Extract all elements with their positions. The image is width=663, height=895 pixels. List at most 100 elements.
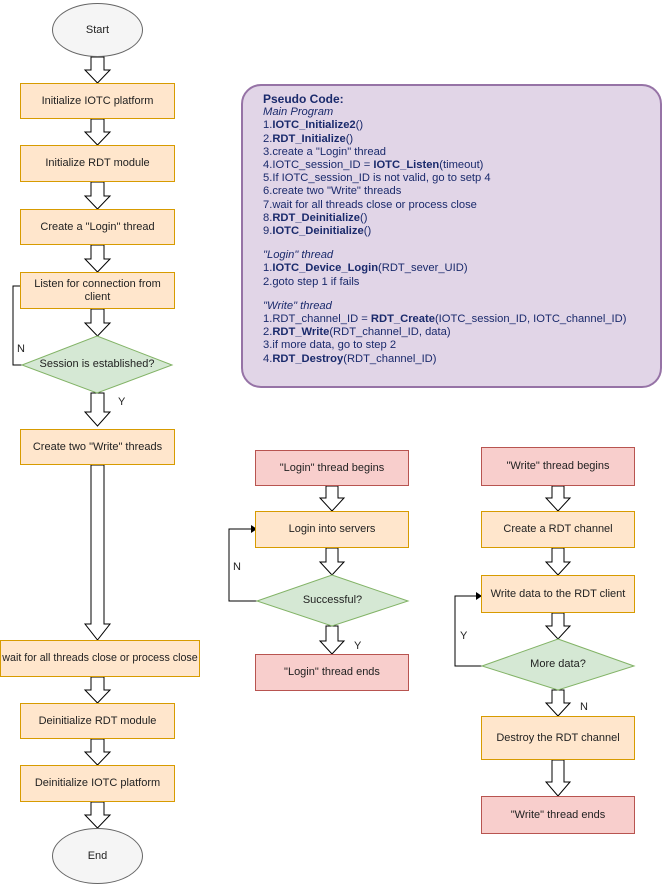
pseudo-main-segment: 5.If IOTC_session_ID is not valid, go to… bbox=[263, 172, 491, 185]
arrow-write-step3-to-end bbox=[544, 759, 572, 797]
pseudo-write-segment: 3.if more data, go to step 2 bbox=[263, 339, 397, 352]
pseudo-login-header: "Login" thread bbox=[263, 249, 334, 262]
arrow-s5-to-s6 bbox=[83, 464, 112, 641]
loop-login-no-head bbox=[251, 525, 257, 533]
pseudo-main-line: 6.create two "Write" threads bbox=[263, 185, 640, 198]
loop-write-yes bbox=[454, 595, 482, 667]
arrow-s7-to-s8 bbox=[83, 738, 112, 766]
step-create-write-threads: Create two "Write" threads bbox=[20, 429, 175, 465]
pseudo-login-line: 2.goto step 1 if fails bbox=[263, 276, 640, 289]
pseudo-write-line: 4.RDT_Destroy(RDT_channel_ID) bbox=[263, 353, 640, 366]
pseudo-login-line: 1.IOTC_Device_Login(RDT_sever_UID) bbox=[263, 262, 640, 275]
arrow-login-decision-to-end bbox=[318, 625, 346, 655]
pseudo-main-segment: 2. bbox=[263, 132, 273, 145]
pseudo-write-lines: 1.RDT_channel_ID = RDT_Create(IOTC_sessi… bbox=[263, 313, 640, 366]
pseudo-main-segment: () bbox=[363, 225, 372, 238]
pseudo-write-segment: 2. bbox=[263, 326, 273, 339]
login-thread-begins: "Login" thread begins bbox=[255, 450, 409, 486]
pseudo-login-segment: 1. bbox=[263, 262, 273, 275]
write-thread-ends: "Write" thread ends bbox=[481, 796, 635, 834]
pseudo-write-line: 2.RDT_Write(RDT_channel_ID, data) bbox=[263, 326, 640, 339]
login-decision-successful: Successful? bbox=[302, 594, 363, 606]
pseudo-write-segment: RDT_Create bbox=[370, 313, 435, 326]
loop-d1-no bbox=[12, 285, 23, 366]
step-init-iotc: Initialize IOTC platform bbox=[20, 83, 175, 119]
diamond-write-decision bbox=[480, 638, 636, 691]
arrow-start-to-s1 bbox=[83, 56, 112, 84]
pseudo-write-segment: (RDT_channel_ID) bbox=[343, 352, 437, 365]
label-main-yes: Y bbox=[118, 396, 126, 408]
arrow-write-begin-to-step1 bbox=[544, 485, 572, 512]
arrow-write-step1-to-step2 bbox=[544, 547, 572, 576]
pseudo-main-segment: RDT_Initialize bbox=[272, 132, 346, 145]
pseudo-main-line: 7.wait for all threads close or process … bbox=[263, 199, 640, 212]
arrow-s8-to-end bbox=[83, 801, 112, 829]
arrow-s2-to-s3 bbox=[83, 181, 112, 210]
pseudo-main-segment: (timeout) bbox=[439, 159, 484, 172]
decision-session-established: Session is established? bbox=[39, 358, 155, 370]
pseudo-main-segment: 4.IOTC_session_ID = bbox=[263, 159, 374, 172]
pseudo-main-segment: RDT_Deinitialize bbox=[272, 211, 360, 224]
pseudo-main-segment: 6.create two "Write" threads bbox=[263, 185, 402, 198]
step-init-rdt: Initialize RDT module bbox=[20, 145, 175, 182]
pseudo-main-segment: () bbox=[345, 132, 354, 145]
label-login-yes: Y bbox=[354, 640, 362, 652]
pseudo-main-segment: () bbox=[360, 211, 368, 224]
pseudo-login-segment: 2.goto step 1 if fails bbox=[263, 275, 360, 288]
pseudo-write-line: 3.if more data, go to step 2 bbox=[263, 339, 640, 352]
pseudo-write-segment: RDT_Write bbox=[272, 326, 330, 339]
pseudo-write-segment: (RDT_channel_ID, data) bbox=[329, 326, 451, 339]
arrow-s1-to-s2 bbox=[83, 118, 112, 146]
step-listen: Listen for connection from client bbox=[20, 272, 175, 309]
step-create-login-thread: Create a "Login" thread bbox=[20, 209, 175, 245]
arrow-s6-to-s7 bbox=[83, 676, 112, 704]
arrow-login-step-to-decision bbox=[318, 547, 346, 576]
label-main-no: N bbox=[17, 343, 25, 355]
pseudo-main-segment: IOTC_Initialize2 bbox=[272, 119, 356, 132]
arrow-s4-to-d1 bbox=[83, 308, 112, 337]
loop-login-no bbox=[228, 528, 258, 602]
step-deinit-iotc: Deinitialize IOTC platform bbox=[20, 765, 175, 802]
pseudo-write-segment: (IOTC_session_ID, IOTC_channel_ID) bbox=[434, 313, 627, 326]
step-wait-threads: wait for all threads close or process cl… bbox=[0, 640, 200, 677]
pseudo-main-segment: () bbox=[355, 119, 364, 132]
pseudo-login-lines: 1.IOTC_Device_Login(RDT_sever_UID)2.goto… bbox=[263, 262, 640, 288]
pseudo-main-segment: 8. bbox=[263, 211, 273, 224]
arrow-write-decision-to-step3 bbox=[544, 689, 572, 717]
write-create-channel: Create a RDT channel bbox=[481, 511, 635, 548]
step-deinit-rdt: Deinitialize RDT module bbox=[20, 703, 175, 739]
pseudo-title: Pseudo Code: bbox=[263, 92, 344, 106]
pseudo-write-segment: 4. bbox=[263, 352, 273, 365]
start-node: Start bbox=[52, 3, 143, 57]
arrow-s3-to-s4 bbox=[83, 244, 112, 273]
pseudo-write-segment: 1.RDT_channel_ID = bbox=[263, 313, 371, 326]
loop-write-yes-head bbox=[476, 592, 482, 600]
login-thread-ends: "Login" thread ends bbox=[255, 654, 409, 691]
write-data-to-client: Write data to the RDT client bbox=[481, 575, 635, 613]
label-login-no: N bbox=[233, 561, 241, 573]
write-thread-begins: "Write" thread begins bbox=[481, 447, 635, 486]
pseudo-main-segment: IOTC_Listen bbox=[373, 159, 440, 172]
end-node: End bbox=[52, 828, 143, 884]
pseudo-main-segment: 1. bbox=[263, 119, 273, 132]
arrow-d1-to-s5 bbox=[83, 392, 112, 427]
pseudo-main-line: 3.create a "Login" thread bbox=[263, 146, 640, 159]
login-into-servers: Login into servers bbox=[255, 511, 409, 548]
pseudo-main-segment: 9. bbox=[263, 225, 273, 238]
pseudo-main-line: 2.RDT_Initialize() bbox=[263, 133, 640, 146]
write-destroy-channel: Destroy the RDT channel bbox=[481, 716, 635, 760]
pseudo-main-lines: 1.IOTC_Initialize2()2.RDT_Initialize()3.… bbox=[263, 119, 640, 238]
arrow-login-begin-to-step bbox=[318, 485, 346, 512]
pseudo-login-segment: IOTC_Device_Login bbox=[272, 262, 379, 275]
diamond-login-decision bbox=[255, 574, 410, 627]
write-decision-more-data: More data? bbox=[530, 658, 586, 670]
diamond-main-decision bbox=[20, 335, 174, 394]
label-write-yes: Y bbox=[460, 630, 468, 642]
pseudo-main-segment: IOTC_Deinitialize bbox=[272, 225, 364, 238]
pseudo-code-box: Pseudo Code: Main Program 1.IOTC_Initial… bbox=[241, 84, 662, 388]
pseudo-write-segment: RDT_Destroy bbox=[272, 352, 344, 365]
pseudo-write-header: "Write" thread bbox=[263, 299, 332, 312]
pseudo-main-line: 5.If IOTC_session_ID is not valid, go to… bbox=[263, 172, 640, 185]
